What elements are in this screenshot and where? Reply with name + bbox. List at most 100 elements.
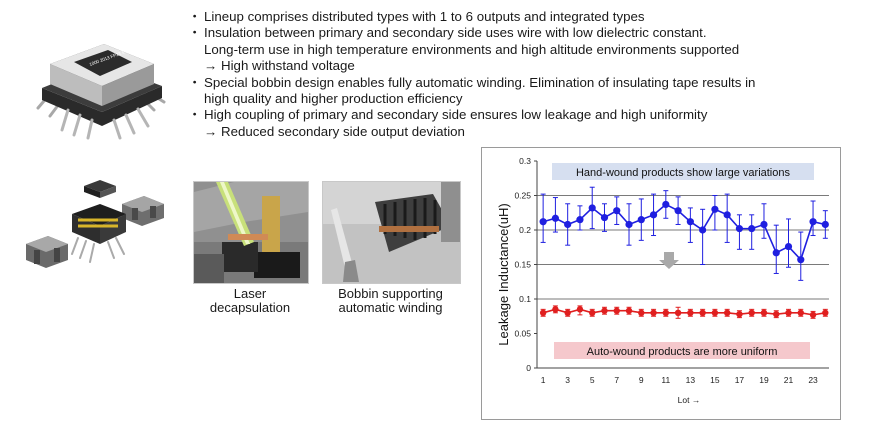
hand-data-point xyxy=(723,211,731,219)
hand-data-point xyxy=(821,220,829,229)
transformer-product-image: 1000 2013 FP23.5 xyxy=(36,44,166,140)
feature-item: ・ Insulation between primary and seconda… xyxy=(186,25,866,74)
hand-data-point xyxy=(588,204,596,212)
feature-text: Long-term use in high temperature enviro… xyxy=(204,41,740,57)
hand-data-point xyxy=(539,218,547,226)
hand-data-point xyxy=(809,218,817,226)
feature-item: ・ Lineup comprises distributed types wit… xyxy=(186,9,866,25)
y-tick-label: 0.3 xyxy=(519,156,531,166)
feature-list: ・ Lineup comprises distributed types wit… xyxy=(186,9,866,140)
hand-data-point xyxy=(748,225,756,233)
x-tick-label: 11 xyxy=(661,375,670,385)
chart-plot-area xyxy=(539,186,829,319)
feature-text: Special bobbin design enables fully auto… xyxy=(204,74,756,90)
bobbin-photo xyxy=(322,181,461,284)
hand-data-point xyxy=(564,220,572,229)
x-tick-label: 15 xyxy=(710,375,720,385)
x-tick-label: 19 xyxy=(759,375,769,385)
auto-data-point xyxy=(809,311,817,319)
caption-line: automatic winding xyxy=(338,300,443,315)
hand-data-point xyxy=(797,256,805,264)
auto-data-point xyxy=(797,309,804,316)
feature-text: High coupling of primary and secondary s… xyxy=(204,107,708,123)
auto-data-point xyxy=(552,306,559,313)
bullet-mark: ・ xyxy=(188,74,202,90)
bullet-mark: ・ xyxy=(188,9,202,24)
auto-data-point xyxy=(760,309,768,316)
bullet-mark: ・ xyxy=(188,107,202,123)
auto-data-point xyxy=(638,309,645,316)
feature-text: Insulation between primary and secondary… xyxy=(204,25,707,41)
hand-data-point xyxy=(649,211,658,219)
x-tick-label: 9 xyxy=(639,375,644,385)
auto-data-point xyxy=(699,309,706,316)
auto-data-point xyxy=(539,309,547,316)
hand-data-point xyxy=(600,213,609,222)
hand-data-point xyxy=(551,214,560,222)
x-tick-label: 21 xyxy=(784,375,794,385)
auto-data-point xyxy=(601,307,608,314)
x-tick-label: 3 xyxy=(565,375,570,385)
auto-data-point xyxy=(723,309,731,316)
auto-data-point xyxy=(589,309,596,316)
auto-data-point xyxy=(576,306,584,313)
laser-decapsulation-photo xyxy=(193,181,309,284)
auto-data-point xyxy=(785,309,792,316)
bullet-mark: ・ xyxy=(188,25,202,41)
x-tick-label: 1 xyxy=(541,375,546,385)
hand-data-point xyxy=(613,207,621,215)
auto-data-point xyxy=(625,307,633,314)
feature-result: → Reduced secondary side output deviatio… xyxy=(204,123,465,139)
chart-grid xyxy=(537,195,829,300)
x-tick-label: 5 xyxy=(590,375,595,385)
exploded-view-image xyxy=(26,180,164,268)
auto-data-point xyxy=(711,309,719,316)
auto-data-point xyxy=(564,309,571,316)
hand-data-point xyxy=(674,207,682,215)
caption-line: Laser xyxy=(233,286,267,301)
hand-data-point xyxy=(784,242,793,251)
hand-data-point xyxy=(772,249,780,257)
hand-wound-banner xyxy=(552,163,814,180)
y-tick-label: 0.05 xyxy=(514,329,531,339)
auto-data-point xyxy=(662,309,670,316)
hand-wound-annotation: Hand-wound products show large variation… xyxy=(576,167,791,179)
y-tick-label: 0.2 xyxy=(519,225,531,235)
y-tick-label: 0.25 xyxy=(514,191,531,201)
feature-text: high quality and higher production effic… xyxy=(204,91,463,107)
y-tick-label: 0.15 xyxy=(514,260,531,270)
hand-data-point xyxy=(576,216,584,224)
auto-data-point xyxy=(613,307,620,314)
hand-data-point xyxy=(625,220,633,229)
hand-data-point xyxy=(711,205,719,213)
hand-data-point xyxy=(662,200,670,209)
hand-data-point xyxy=(735,225,744,233)
chart-annotations: Hand-wound products show large variation… xyxy=(552,163,814,359)
auto-data-point xyxy=(736,310,743,318)
auto-data-point xyxy=(773,310,780,318)
hand-data-point xyxy=(699,226,707,234)
y-tick-label: 0.1 xyxy=(519,294,531,304)
feature-result: → High withstand voltage xyxy=(204,58,355,74)
auto-data-point xyxy=(674,309,682,316)
hand-series-line xyxy=(542,203,826,262)
hand-data-point xyxy=(686,218,694,226)
auto-data-point xyxy=(822,309,829,316)
auto-wound-annotation: Auto-wound products are more uniform xyxy=(587,346,778,358)
y-axis-label: Leakage Inductance(uH) xyxy=(496,203,511,345)
auto-wound-banner xyxy=(554,342,810,359)
auto-data-point xyxy=(687,309,694,316)
feature-text: Lineup comprises distributed types with … xyxy=(204,9,645,24)
auto-series-line xyxy=(542,308,826,316)
hand-data-point xyxy=(637,216,645,224)
hand-data-point xyxy=(760,220,768,229)
x-tick-label: 7 xyxy=(614,375,619,385)
bobbin-caption: Bobbin supporting automatic winding xyxy=(322,287,459,315)
caption-line: Bobbin supporting xyxy=(338,286,443,301)
x-tick-label: 23 xyxy=(808,375,818,385)
auto-data-point xyxy=(748,309,755,316)
auto-data-point xyxy=(650,309,657,316)
